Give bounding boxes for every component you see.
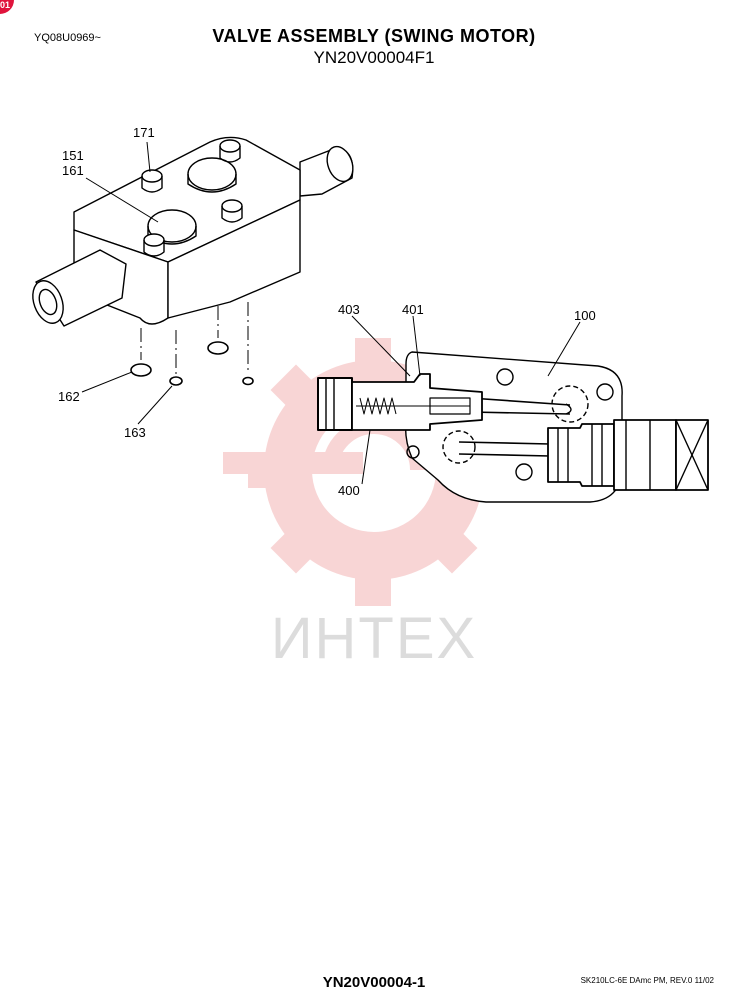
page-title: VALVE ASSEMBLY (SWING MOTOR) [212, 26, 536, 46]
watermark-text: ИНТЕХ [271, 606, 477, 671]
o-rings [130, 341, 254, 386]
callout-labels-right: 403 401 100 400 [338, 302, 596, 498]
valve-block [32, 136, 354, 327]
callout-labels-left: 171 151 161 162 163 [58, 125, 155, 440]
leader-lines-right [351, 315, 581, 485]
callout-403: 403 [338, 302, 360, 317]
guide-lines [140, 302, 249, 374]
valve-section [317, 351, 709, 503]
callout-401: 401 [402, 302, 424, 317]
callout-161: 161 [62, 163, 84, 178]
callout-400: 400 [338, 483, 360, 498]
callout-171: 171 [133, 125, 155, 140]
revision-note: SK210LC-6E DAmc PM, REV.0 11/02 [580, 976, 714, 985]
page-code: YN20V00004-1 [322, 974, 426, 991]
callout-162: 162 [58, 389, 80, 404]
callout-163: 163 [124, 425, 146, 440]
page-subtitle: YN20V00004F1 [313, 48, 435, 67]
leader-lines-left [81, 141, 173, 425]
callout-100: 100 [574, 308, 596, 323]
serial-range: YQ08U0969~ [34, 32, 101, 44]
callout-151: 151 [62, 148, 84, 163]
